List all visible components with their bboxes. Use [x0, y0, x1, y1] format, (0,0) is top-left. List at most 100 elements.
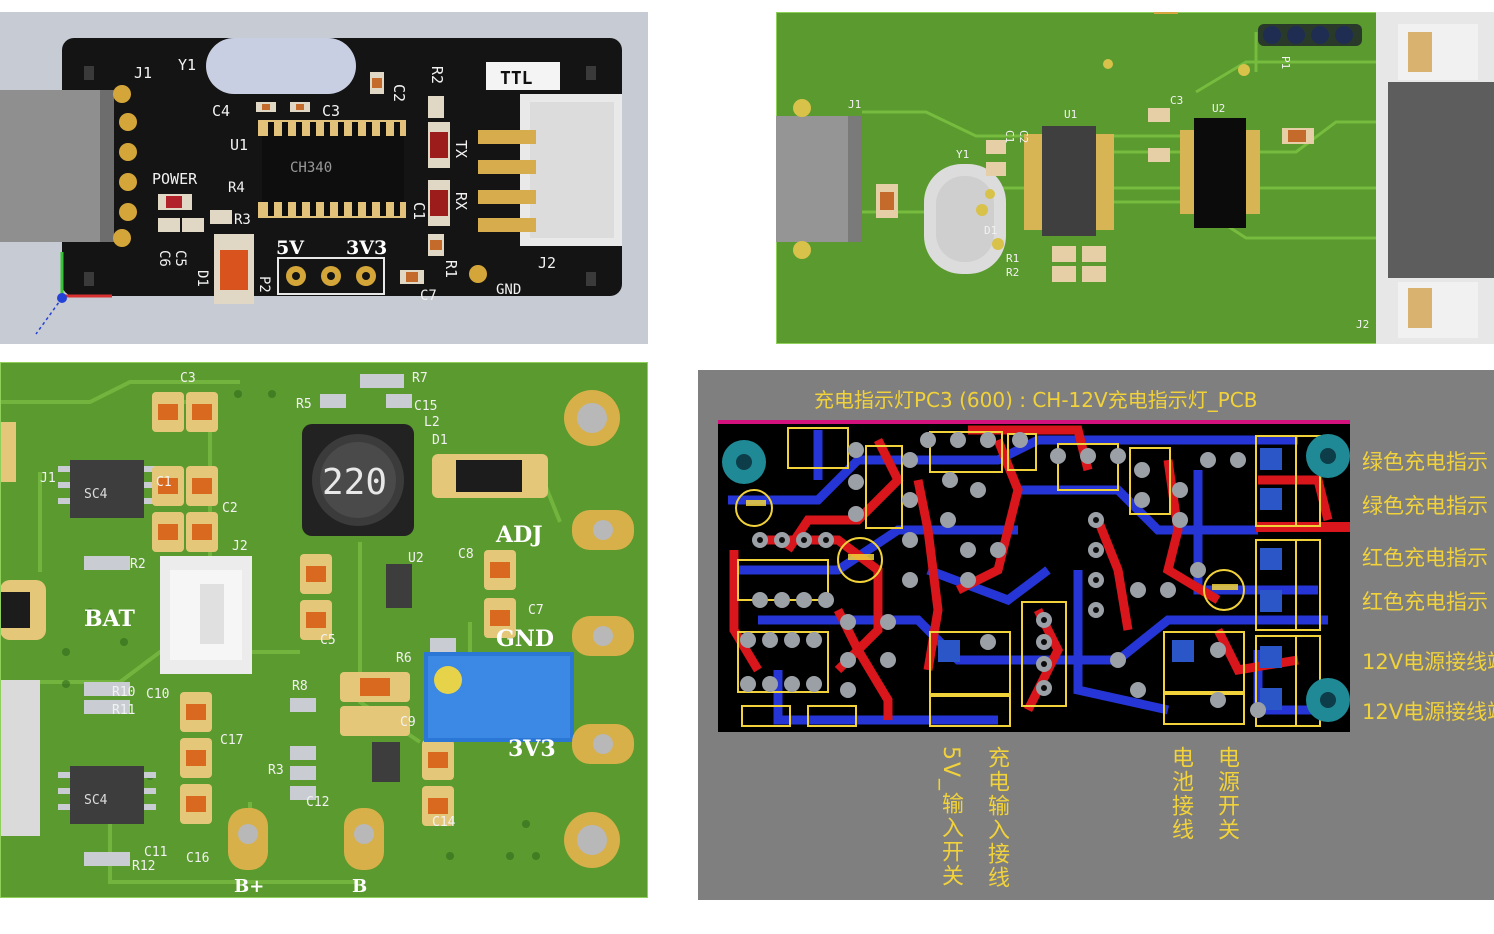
- label-j1: J1: [848, 98, 861, 111]
- label-c3: C3: [322, 102, 340, 120]
- label-r1: R1: [1006, 252, 1019, 265]
- label-c3: C3: [180, 371, 196, 386]
- ttl-label-box: [486, 62, 560, 90]
- power-board-panel: 220 C3 C1 C2 J2 R2 J1 R10 R1: [0, 362, 648, 898]
- label-c5: C5: [172, 250, 188, 267]
- label-c17: C17: [220, 733, 243, 748]
- label-r5: R5: [296, 397, 312, 412]
- chip-marking-bottom: SC4: [84, 793, 108, 808]
- label-c1: C1: [1003, 130, 1016, 143]
- label-r6: R6: [396, 651, 412, 666]
- bottom-label-1: 5V_输入开关: [938, 746, 963, 889]
- label-c16: C16: [186, 851, 209, 866]
- label-bat: BAT: [84, 606, 135, 632]
- bottom-label-4: 电源开关: [1214, 746, 1239, 842]
- label-rx: RX: [452, 192, 470, 210]
- ic-u2: [1194, 118, 1246, 228]
- label-r11: R11: [112, 703, 135, 718]
- right-label-4: 红色充电指示: [1362, 590, 1488, 614]
- usb-b-connector: [776, 116, 860, 242]
- right-label-5: 12V电源接线端: [1362, 650, 1494, 674]
- label-u2: U2: [1212, 102, 1225, 115]
- label-gnd: GND: [496, 282, 521, 298]
- label-r2: R2: [428, 66, 446, 84]
- ic-u1-pins: [1024, 134, 1114, 230]
- label-3v3: 3V3: [508, 736, 556, 762]
- label-r2: R2: [1006, 266, 1019, 279]
- label-c3: C3: [1170, 94, 1183, 107]
- label-c2: C2: [1017, 130, 1030, 143]
- pcb-layout-drawing: [718, 420, 1350, 732]
- label-c2: C2: [222, 501, 238, 516]
- label-r3: R3: [234, 212, 251, 228]
- usb-connector: [0, 90, 112, 242]
- label-j2: J2: [1356, 318, 1369, 331]
- label-r4: R4: [228, 180, 245, 196]
- usb-ttl-board-drawing: CH340 J1 Y1 C4 C3 U1: [0, 38, 622, 335]
- label-c14: C14: [432, 815, 456, 830]
- label-j2: J2: [232, 539, 248, 554]
- pcb-layout-title: 充电指示灯PC3 (600) : CH-12V充电指示灯_PCB: [814, 388, 1258, 412]
- crystal-y1: [206, 38, 356, 94]
- label-ttl: TTL: [500, 68, 533, 89]
- bottom-label-2: 充电输入接线: [984, 746, 1009, 890]
- label-5v: 5V: [276, 237, 305, 259]
- label-c1: C1: [410, 202, 428, 220]
- label-y1: Y1: [178, 56, 196, 74]
- label-d1: D1: [194, 270, 210, 287]
- label-r12: R12: [132, 859, 155, 874]
- label-p1: P1: [1279, 56, 1292, 69]
- label-r2: R2: [130, 557, 146, 572]
- label-r10: R10: [112, 685, 135, 700]
- chip-marking-top: SC4: [84, 487, 108, 502]
- label-c7: C7: [528, 603, 544, 618]
- power-board-drawing: 220 C3 C1 C2 J2 R2 J1 R10 R1: [0, 362, 648, 898]
- label-c12: C12: [306, 795, 329, 810]
- smd-parts: [158, 72, 450, 304]
- label-l2: L2: [424, 415, 440, 430]
- label-r8: R8: [292, 679, 308, 694]
- usb-ttl-board-panel: CH340 J1 Y1 C4 C3 U1: [0, 12, 648, 344]
- label-c10: C10: [146, 687, 169, 702]
- bottom-label-3: 电池接线: [1168, 746, 1193, 842]
- ic-chips: [70, 460, 412, 824]
- label-c5: C5: [320, 633, 336, 648]
- label-power: POWER: [152, 170, 198, 188]
- jumper-p2: [277, 257, 385, 295]
- header-pins: [1258, 24, 1362, 46]
- label-j2: J2: [538, 254, 556, 272]
- right-label-3: 红色充电指示: [1362, 546, 1488, 570]
- ic-u1: [1042, 126, 1096, 236]
- label-u1: U1: [1064, 108, 1077, 121]
- label-y1: Y1: [956, 148, 969, 161]
- label-r1: R1: [442, 260, 460, 278]
- label-3v3: 3V3: [346, 237, 387, 259]
- label-c4: C4: [212, 102, 230, 120]
- label-p2: P2: [256, 276, 272, 293]
- label-c15: C15: [414, 399, 437, 414]
- silkscreen-outlines: [735, 427, 1321, 727]
- label-tx: TX: [452, 140, 470, 158]
- label-c9: C9: [400, 715, 416, 730]
- label-u2: U2: [408, 551, 424, 566]
- right-label-1: 绿色充电指示: [1362, 450, 1488, 474]
- gnd-pad: [469, 265, 487, 283]
- label-c8: C8: [458, 547, 474, 562]
- label-b-minus: B: [352, 876, 367, 897]
- label-b-plus: B+: [234, 876, 264, 897]
- label-j1: J1: [40, 471, 56, 486]
- label-r3: R3: [268, 763, 284, 778]
- label-c2: C2: [390, 84, 408, 102]
- label-gnd: GND: [496, 626, 554, 652]
- usb-serial-board-drawing: J1 C1 C2 U1 U2 Y1 C3 R1 R2 D1 P1 J2: [776, 12, 1494, 344]
- side-connector: [0, 680, 40, 836]
- square-pads: [938, 448, 1282, 710]
- label-c7: C7: [420, 288, 437, 304]
- label-c11: C11: [144, 845, 167, 860]
- label-r7: R7: [412, 371, 428, 386]
- inductor-value: 220: [322, 462, 387, 503]
- label-c1: C1: [156, 475, 172, 490]
- label-d1: D1: [432, 433, 448, 448]
- usb-serial-board-panel: J1 C1 C2 U1 U2 Y1 C3 R1 R2 D1 P1 J2: [776, 12, 1494, 344]
- label-j1: J1: [134, 64, 152, 82]
